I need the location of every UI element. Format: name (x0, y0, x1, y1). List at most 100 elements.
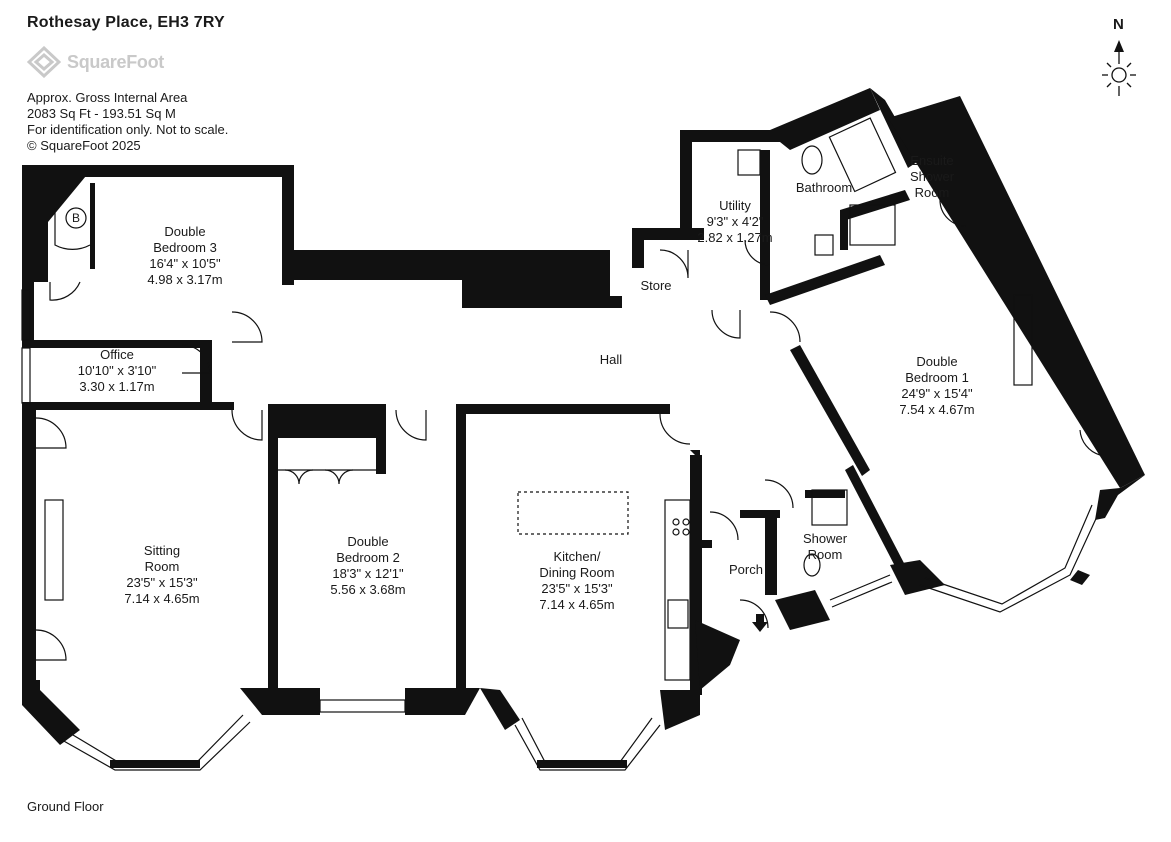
room-label-kitchen-dining: Kitchen/ Dining Room 23'5" x 15'3" 7.14 … (539, 549, 614, 613)
brand-logo: SquareFoot (27, 46, 164, 78)
door (769, 311, 801, 343)
wall (1095, 475, 1145, 520)
room-label-utility: Utility 9'3" x 4'2" 2.82 x 1.27m (697, 198, 772, 246)
room-dimensions-metric: 2.82 x 1.27m (697, 230, 773, 245)
wall (765, 255, 885, 305)
wall (700, 540, 712, 548)
window (514, 724, 661, 771)
room-name: Double (916, 354, 958, 369)
door (395, 409, 427, 441)
basin (814, 234, 834, 256)
door (744, 239, 771, 266)
wall (840, 210, 848, 250)
wall (680, 130, 780, 142)
wardrobe (284, 469, 354, 485)
hob (682, 528, 690, 536)
window (831, 581, 893, 608)
room-label-double-bedroom-2: Double Bedroom 2 18'3" x 12'1" 5.56 x 3.… (330, 534, 405, 598)
room-name: Porch (729, 562, 763, 577)
room-label-double-bedroom-1: Double Bedroom 1 24'9" x 15'4" 7.54 x 4.… (899, 354, 974, 418)
room-label-ensuite: Ensuite Shower Room (910, 153, 954, 201)
door (764, 479, 794, 509)
property-address: Rothesay Place, EH3 7RY (27, 14, 225, 31)
wall (790, 345, 870, 476)
room-label-shower-room: Shower Room (803, 531, 847, 563)
room-dimensions-imperial: 23'5" x 15'3" (541, 581, 613, 596)
boiler-label: B (71, 211, 81, 225)
wall (22, 165, 95, 282)
floor-label: Ground Floor (27, 799, 104, 814)
room-dimensions-imperial: 24'9" x 15'4" (901, 386, 973, 401)
wall (270, 404, 385, 438)
wall (760, 150, 770, 300)
door (181, 344, 211, 374)
wall (690, 450, 700, 460)
room-dimensions-metric: 4.98 x 3.17m (147, 272, 223, 287)
entrance-arrow (752, 614, 768, 632)
room-name: Utility (719, 198, 751, 213)
kitchen-units (664, 499, 691, 681)
room-label-store: Store (640, 278, 671, 294)
room-name: Dining Room (539, 565, 615, 580)
utility-unit (737, 149, 761, 176)
window (67, 714, 244, 763)
squarefoot-logo-icon (27, 46, 61, 78)
window (21, 347, 31, 404)
sink (667, 599, 689, 629)
room-dimensions-imperial: 9'3" x 4'2" (706, 214, 764, 229)
boiler (65, 207, 87, 229)
wall (456, 404, 670, 414)
room-name: Shower (802, 531, 848, 546)
wall (740, 510, 780, 518)
wall (890, 560, 945, 595)
wall (660, 690, 700, 730)
room-dimensions-imperial: 10'10" x 3'10" (77, 363, 157, 378)
room-dimensions-metric: 3.30 x 1.17m (79, 379, 155, 394)
info-line: For identification only. Not to scale. (27, 122, 229, 137)
wall (22, 282, 34, 344)
wall (462, 296, 622, 308)
room-name: Bedroom 1 (905, 370, 969, 385)
compass: N (1096, 16, 1146, 106)
info-line: 2083 Sq Ft - 193.51 Sq M (27, 106, 176, 121)
window (924, 504, 1093, 605)
room-name: Room (144, 559, 180, 574)
wall (22, 680, 80, 745)
brand-name: SquareFoot (67, 51, 165, 72)
room-name: Double (347, 534, 389, 549)
window (21, 289, 31, 341)
wall (1070, 570, 1090, 585)
bath (828, 117, 897, 193)
wall (845, 465, 905, 570)
door (659, 249, 689, 279)
room-name: Bathroom (795, 180, 853, 195)
door (659, 413, 691, 445)
hob (682, 518, 690, 526)
window (319, 699, 406, 713)
wall (200, 345, 212, 405)
room-label-office: Office 10'10" x 3'10" 3.30 x 1.17m (78, 347, 157, 395)
wall (775, 590, 830, 630)
door (939, 199, 967, 227)
wall (537, 760, 627, 768)
room-name: Double (164, 224, 206, 239)
door (54, 208, 91, 250)
window (521, 717, 653, 763)
door (709, 511, 739, 541)
door (739, 599, 769, 629)
fireplace (517, 491, 629, 535)
toilet (803, 553, 821, 577)
compass-north-label: N (1113, 16, 1124, 33)
window (61, 721, 251, 771)
room-name: Office (100, 347, 134, 362)
fireplace (44, 499, 64, 601)
hob (672, 528, 680, 536)
room-name: Shower (909, 169, 955, 184)
window (919, 509, 1101, 613)
door (35, 417, 67, 449)
door (1079, 429, 1101, 456)
info-line: Approx. Gross Internal Area (27, 90, 188, 105)
room-label-hall: Hall (600, 352, 622, 368)
toilet (801, 145, 823, 175)
